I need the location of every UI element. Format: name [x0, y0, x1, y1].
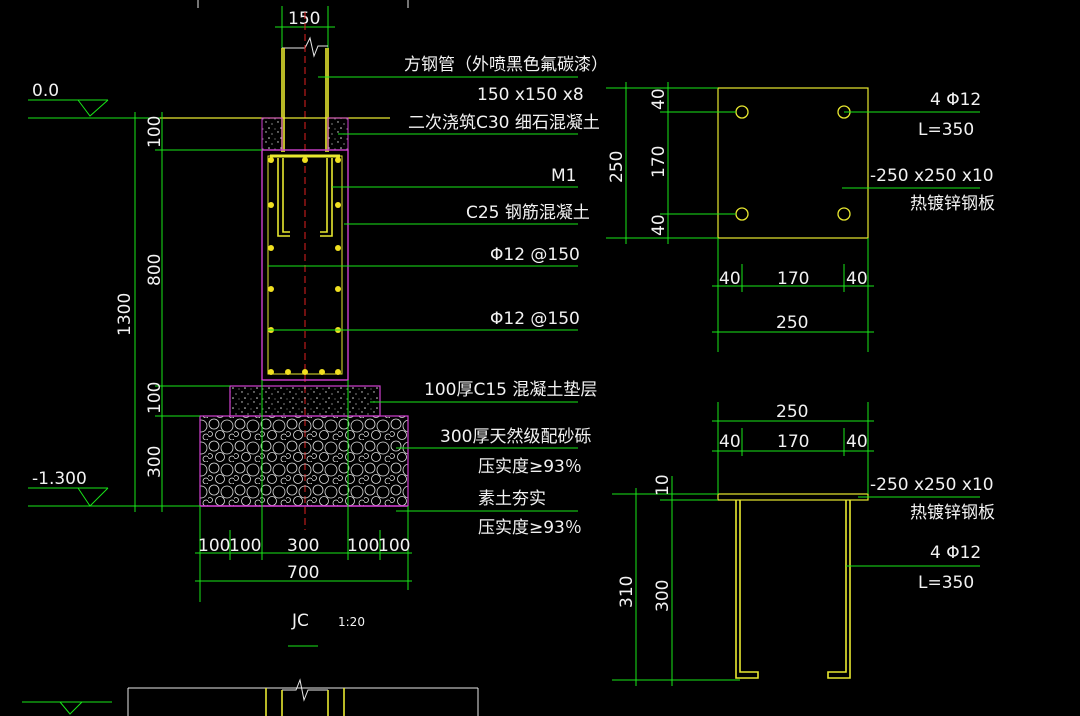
plate-elevation-view: 250 40 170 40 10 310 300 -250 x250 x10 热…: [612, 402, 995, 686]
note-gravel-compaction: 压实度≥93％: [478, 457, 582, 477]
plan-dim-170h: 170: [777, 269, 809, 289]
dim-100a: 100: [145, 116, 165, 148]
elev-top: 0.0: [32, 81, 59, 101]
dim-700: 700: [287, 563, 319, 583]
elev-dim-250: 250: [776, 402, 808, 422]
plate-plan-view: 250 40 170 40 40 170 40 250 4 Φ12 L=350 …: [606, 82, 995, 352]
plan-anchor-label: 4 Φ12: [930, 90, 981, 110]
dim-b1: 100: [198, 536, 230, 556]
detail-title: JC: [291, 611, 309, 631]
plan-dim-40h-b: 40: [846, 269, 868, 289]
note-soil-compaction: 压实度≥93％: [478, 518, 582, 538]
elev-dim-10: 10: [653, 474, 673, 496]
dim-b2: 100: [229, 536, 261, 556]
note-plate: M1: [551, 166, 576, 186]
elev-dim-300: 300: [653, 580, 673, 612]
elev-plate-material: 热镀锌钢板: [910, 503, 995, 523]
plan-dim-40b: 40: [649, 214, 669, 236]
elev-plate-label: -250 x250 x10: [870, 475, 994, 495]
plan-dim-40h-a: 40: [719, 269, 741, 289]
elev-dim-310: 310: [617, 576, 637, 608]
note-grout: 二次浇筑C30 细石混凝土: [408, 113, 600, 133]
dim-300: 300: [145, 446, 165, 478]
dim-top-150: 150: [288, 9, 320, 29]
elev-dim-170: 170: [777, 432, 809, 452]
note-concrete: C25 钢筋混凝土: [466, 203, 590, 223]
dim-100b: 100: [145, 382, 165, 414]
plan-dim-170v: 170: [649, 146, 669, 178]
rebar-dots: [268, 157, 341, 375]
note-bar1: Φ12 @150: [490, 245, 580, 265]
section-view: 150: [22, 0, 608, 716]
plan-dim-250v: 250: [607, 151, 627, 183]
dim-b5: 100: [378, 536, 410, 556]
note-bar2: Φ12 @150: [490, 309, 580, 329]
note-gravel: 300厚天然级配砂砾: [440, 427, 591, 447]
elev-anchor-len: L=350: [918, 573, 974, 593]
elev-bottom: -1.300: [32, 469, 87, 489]
note-soil: 素土夯实: [478, 489, 546, 509]
elev-dim-40a: 40: [719, 432, 741, 452]
plan-dim-250h: 250: [776, 313, 808, 333]
section-notes: 方钢管（外喷黑色氟碳漆） 150 x150 x8 二次浇筑C30 细石混凝土 M…: [268, 55, 608, 538]
elev-dim-40b: 40: [846, 432, 868, 452]
dim-800: 800: [145, 254, 165, 286]
plan-dim-40a: 40: [649, 88, 669, 110]
dim-b4: 100: [347, 536, 379, 556]
detail-scale: 1:20: [338, 615, 365, 629]
dim-b3: 300: [287, 536, 319, 556]
note-bedding: 100厚C15 混凝土垫层: [424, 380, 597, 400]
plan-plate-material: 热镀锌钢板: [910, 194, 995, 214]
note-tube-size: 150 x150 x8: [477, 85, 584, 105]
note-tube: 方钢管（外喷黑色氟碳漆）: [404, 55, 608, 75]
plan-anchor-len: L=350: [918, 120, 974, 140]
plan-plate-label: -250 x250 x10: [870, 166, 994, 186]
dim-1300: 1300: [115, 293, 135, 336]
elev-anchor-label: 4 Φ12: [930, 543, 981, 563]
